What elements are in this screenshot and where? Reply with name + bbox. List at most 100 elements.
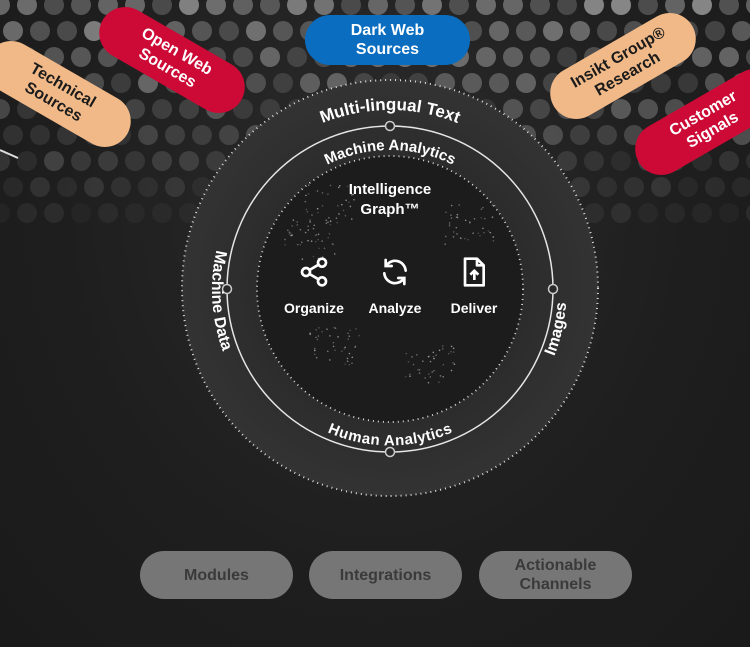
pattern-dot bbox=[3, 21, 23, 41]
graph-speck bbox=[483, 231, 485, 234]
pattern-dot bbox=[17, 203, 37, 223]
graph-speck bbox=[494, 204, 496, 207]
graph-speck bbox=[333, 253, 336, 255]
graph-speck bbox=[321, 192, 324, 194]
graph-speck bbox=[323, 247, 326, 250]
graph-speck bbox=[348, 201, 350, 203]
pattern-dot bbox=[179, 0, 199, 15]
pattern-dot bbox=[597, 177, 617, 197]
graph-speck bbox=[327, 221, 329, 223]
integrations-button[interactable]: Integrations bbox=[309, 551, 462, 599]
pattern-dot bbox=[665, 203, 685, 223]
graph-speck bbox=[344, 214, 347, 217]
graph-speck bbox=[332, 345, 335, 348]
graph-speck bbox=[317, 238, 319, 241]
pattern-dot bbox=[597, 125, 617, 145]
graph-speck bbox=[339, 185, 341, 187]
graph-speck bbox=[307, 184, 310, 187]
pattern-dot bbox=[152, 0, 172, 15]
pattern-dot bbox=[611, 0, 631, 15]
graph-speck bbox=[299, 243, 302, 246]
pattern-dot bbox=[98, 203, 118, 223]
pattern-dot bbox=[44, 0, 64, 15]
pattern-dot bbox=[732, 21, 750, 41]
step-analyze: Analyze bbox=[368, 300, 422, 316]
graph-speck bbox=[487, 230, 490, 232]
pattern-dot bbox=[138, 177, 158, 197]
pattern-dot bbox=[138, 125, 158, 145]
graph-speck bbox=[442, 348, 444, 350]
graph-speck bbox=[450, 350, 452, 353]
pattern-dot bbox=[0, 99, 10, 119]
pattern-dot bbox=[719, 47, 739, 67]
graph-speck bbox=[473, 218, 476, 220]
graph-speck bbox=[299, 228, 302, 231]
pattern-dot bbox=[341, 0, 361, 15]
pattern-dot bbox=[233, 47, 253, 67]
pattern-dot bbox=[246, 73, 266, 93]
pattern-dot bbox=[638, 203, 658, 223]
inner-ring bbox=[256, 155, 524, 423]
pattern-dot bbox=[746, 153, 750, 169]
graph-speck bbox=[448, 222, 451, 224]
graph-speck bbox=[351, 356, 354, 359]
title-line: Graph™ bbox=[360, 201, 420, 218]
graph-speck bbox=[442, 363, 445, 366]
pattern-dot bbox=[746, 49, 750, 65]
graph-speck bbox=[452, 361, 454, 364]
ring-node-top bbox=[384, 120, 396, 132]
graph-speck bbox=[349, 329, 351, 332]
graph-speck bbox=[409, 375, 411, 377]
graph-speck bbox=[334, 349, 336, 352]
title-line: Intelligence bbox=[348, 181, 432, 198]
graph-speck bbox=[288, 231, 291, 234]
graph-speck bbox=[484, 217, 486, 220]
graph-speck bbox=[477, 232, 480, 234]
graph-speck bbox=[452, 351, 455, 353]
pattern-dot bbox=[570, 125, 590, 145]
pattern-dot bbox=[557, 0, 577, 15]
graph-speck bbox=[313, 349, 316, 352]
pattern-dot bbox=[584, 203, 604, 223]
graph-speck bbox=[309, 219, 311, 221]
pattern-dot bbox=[125, 203, 145, 223]
graph-speck bbox=[407, 360, 410, 363]
pattern-dot bbox=[611, 203, 631, 223]
graph-speck bbox=[315, 336, 317, 339]
graph-speck bbox=[318, 247, 320, 250]
pattern-dot bbox=[638, 0, 658, 15]
graph-speck bbox=[427, 381, 430, 384]
graph-speck bbox=[296, 243, 299, 246]
pattern-dot bbox=[98, 151, 118, 171]
pattern-dot bbox=[300, 73, 320, 93]
pattern-dot bbox=[206, 0, 226, 15]
graph-specks bbox=[284, 184, 496, 384]
graph-speck bbox=[445, 235, 447, 238]
graph-speck bbox=[491, 204, 494, 206]
graph-speck bbox=[313, 353, 316, 356]
graph-speck bbox=[464, 219, 467, 222]
graph-speck bbox=[304, 200, 307, 203]
graph-speck bbox=[452, 231, 455, 233]
graph-speck bbox=[450, 217, 453, 219]
graph-speck bbox=[482, 206, 484, 209]
pattern-dot bbox=[125, 151, 145, 171]
pill-line: Dark Web bbox=[350, 22, 425, 39]
decorative-line bbox=[0, 149, 19, 159]
pattern-dot bbox=[557, 151, 577, 171]
graph-speck bbox=[321, 240, 323, 242]
graph-speck bbox=[354, 346, 356, 348]
graph-speck bbox=[422, 360, 424, 362]
pattern-dot bbox=[165, 125, 185, 145]
pattern-dot bbox=[287, 0, 307, 15]
pattern-dot bbox=[489, 73, 509, 93]
pattern-dot bbox=[192, 21, 212, 41]
modules-button[interactable]: Modules bbox=[140, 551, 293, 599]
graph-speck bbox=[428, 355, 431, 357]
graph-speck bbox=[284, 238, 286, 241]
graph-speck bbox=[431, 371, 433, 373]
graph-speck bbox=[405, 352, 408, 355]
pattern-dot bbox=[476, 0, 496, 15]
graph-speck bbox=[337, 204, 339, 207]
